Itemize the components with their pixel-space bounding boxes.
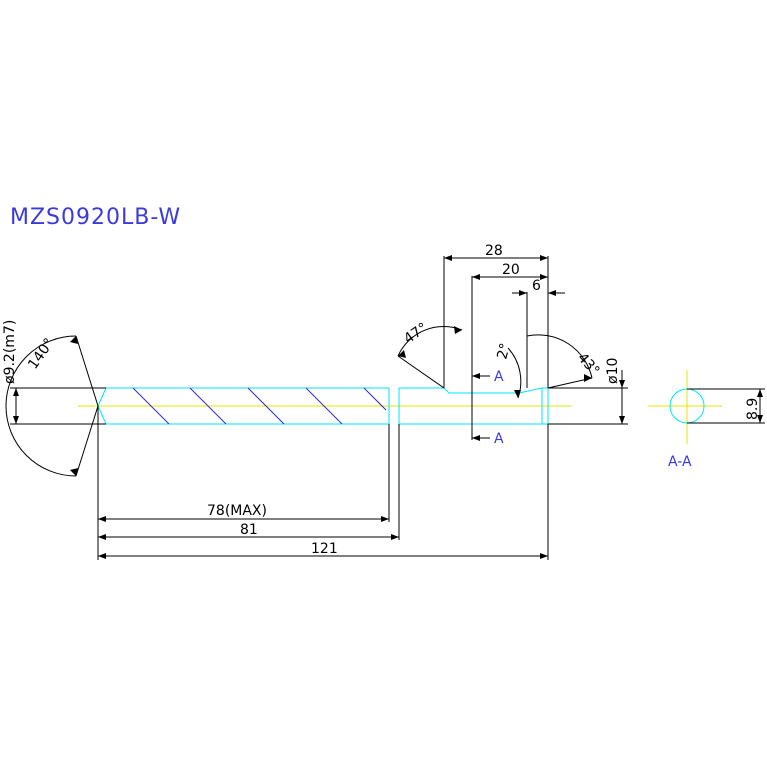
dim-8-9: 8.9 — [745, 398, 761, 420]
section-marker-top: A — [494, 369, 504, 385]
dim-28: 28 — [485, 243, 503, 259]
section-label: A-A — [668, 454, 692, 470]
section-marker-bottom: A — [494, 431, 504, 447]
dimension-lines — [5, 256, 765, 560]
angle-43: 43° — [574, 350, 603, 379]
shank-top-edge — [399, 387, 519, 394]
dim-81: 81 — [240, 522, 258, 538]
angle-2: 2° — [494, 342, 514, 362]
dim-121: 121 — [311, 541, 338, 557]
drill-bottom-edge — [97, 405, 389, 425]
dim-6: 6 — [532, 278, 541, 294]
angle-140: 140° — [25, 335, 57, 372]
dim-phi9-2: ø9.2(m7) — [2, 320, 18, 384]
flute-hatching — [132, 387, 387, 425]
shank-flat-ramp — [518, 387, 543, 394]
dim-phi10: ø10 — [605, 358, 621, 384]
dim-78-max: 78(MAX) — [207, 503, 267, 519]
arrowheads — [13, 255, 763, 559]
drawing-title: MZS0920LB-W — [10, 205, 181, 230]
dim-20: 20 — [502, 262, 520, 278]
centerlines — [78, 370, 722, 444]
